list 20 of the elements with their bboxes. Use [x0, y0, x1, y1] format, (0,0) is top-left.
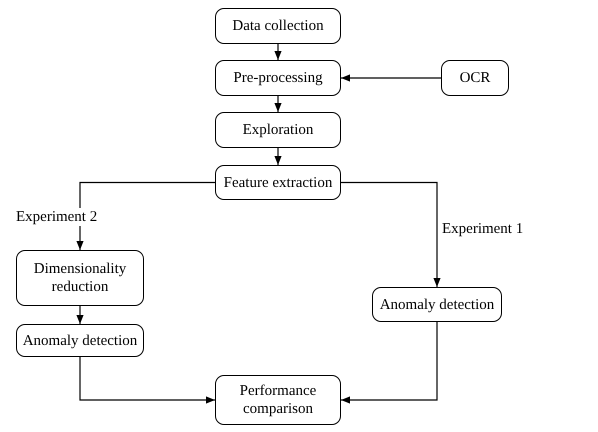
process-box: Anomaly detection [372, 287, 502, 322]
process-box: Feature extraction [215, 165, 341, 200]
process-box: Dimensionality reduction [16, 250, 144, 306]
arrow [274, 148, 282, 165]
arrow [274, 44, 282, 60]
process-box: Exploration [215, 112, 341, 148]
arrow [76, 306, 84, 324]
arrow [341, 74, 441, 82]
process-box: Performance comparison [215, 375, 341, 425]
arrow [274, 96, 282, 112]
process-box: Anomaly detection [16, 324, 144, 357]
arrow [341, 182, 441, 287]
process-box: Data collection [215, 8, 341, 44]
edge-label: Experiment 2 [14, 208, 100, 226]
process-box: Pre-processing [215, 60, 341, 96]
arrow [341, 322, 438, 404]
arrow [76, 182, 215, 250]
edge-label: Experiment 1 [440, 220, 526, 238]
process-box: OCR [441, 60, 509, 96]
arrow [79, 357, 215, 404]
